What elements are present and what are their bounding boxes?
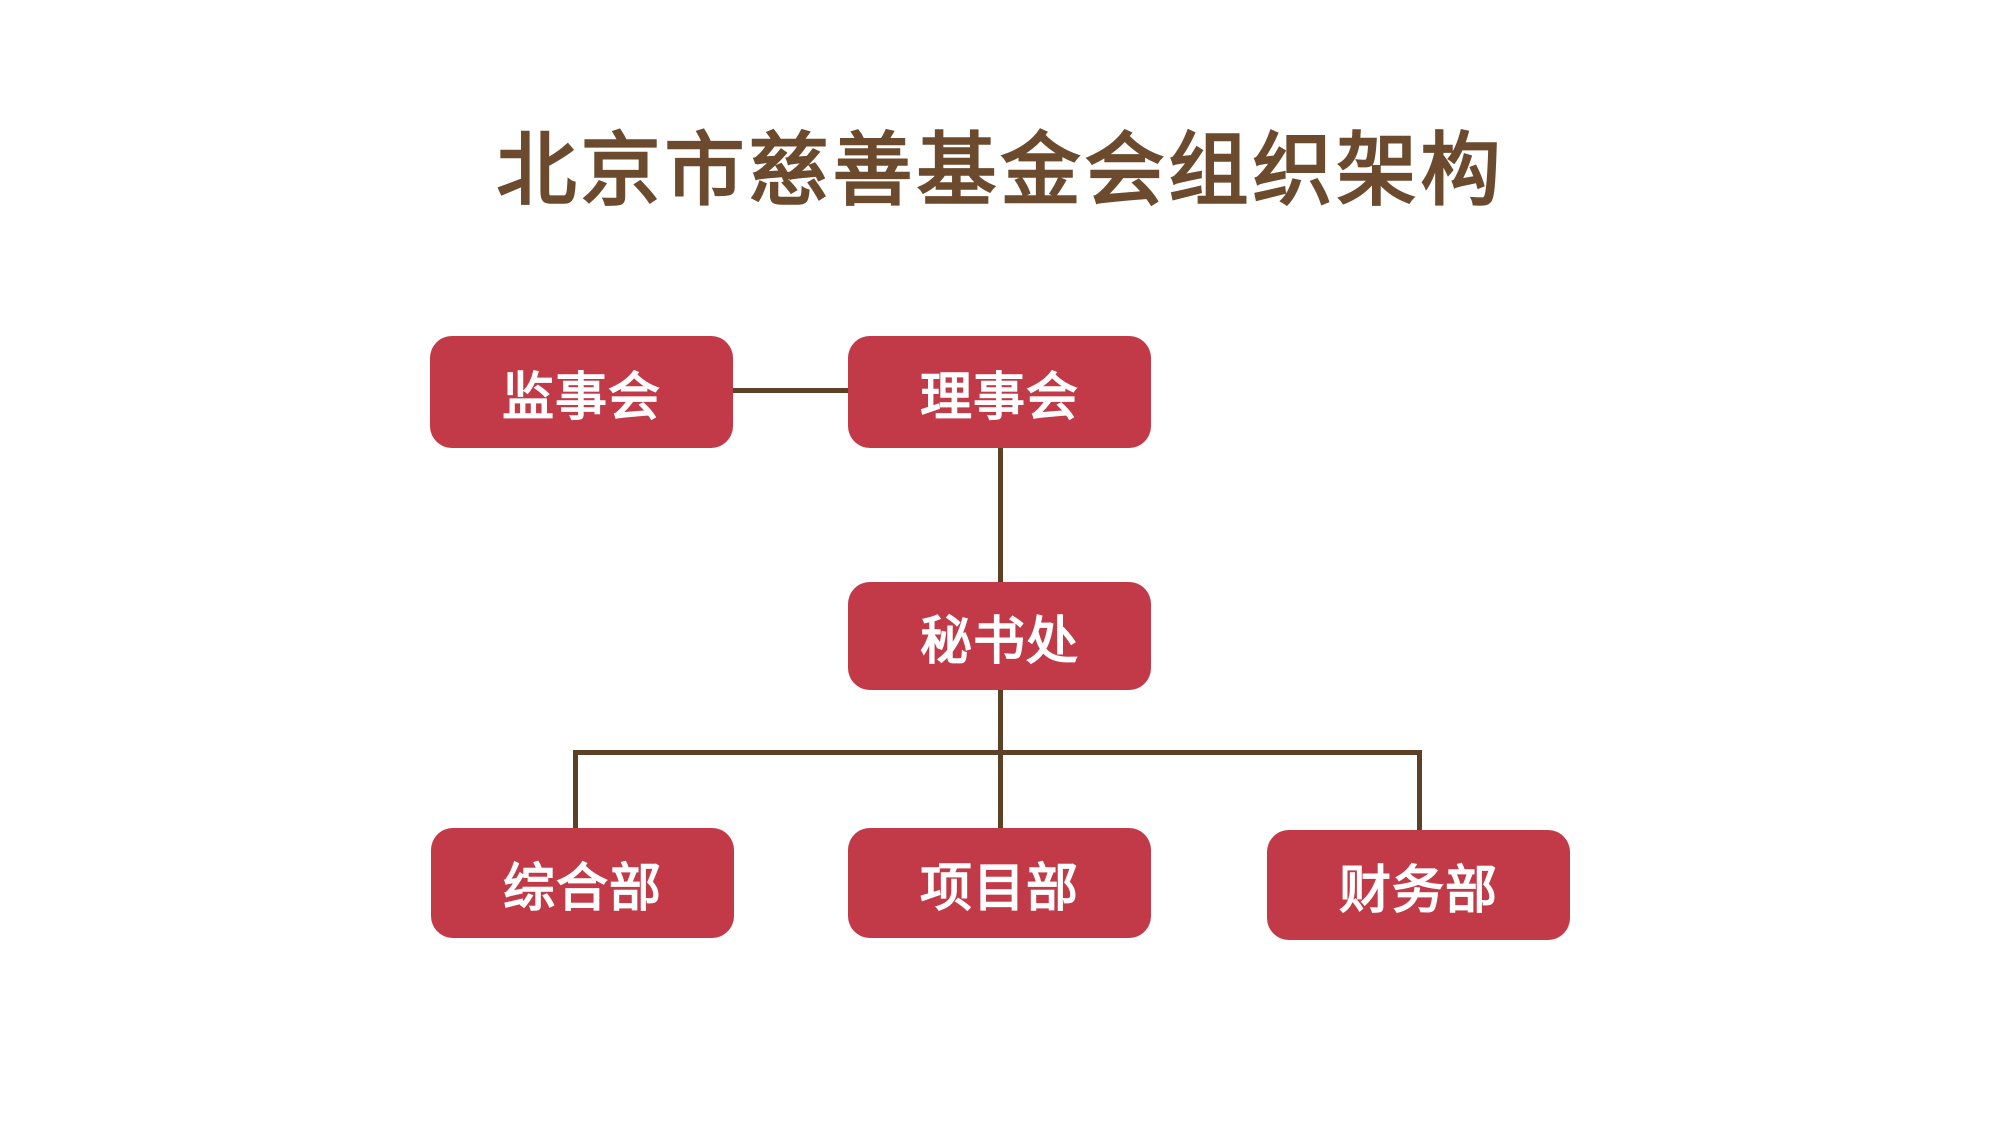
node-general-department: 综合部 <box>431 828 734 938</box>
node-supervisory-board: 监事会 <box>430 336 733 448</box>
diagram-title: 北京市慈善基金会组织架构 <box>496 128 1505 216</box>
node-secretariat: 秘书处 <box>848 582 1151 690</box>
connector-drop-to-project-department <box>998 750 1003 828</box>
connector-directors-to-secretariat <box>998 446 1003 582</box>
connector-branch-horizontal <box>573 750 1422 755</box>
connector-drop-to-finance-department <box>1417 750 1422 830</box>
connector-secretariat-to-branch <box>998 690 1003 752</box>
connector-drop-to-general-department <box>573 750 578 828</box>
node-project-department: 项目部 <box>848 828 1151 938</box>
node-board-of-directors: 理事会 <box>848 336 1151 448</box>
node-finance-department: 财务部 <box>1267 830 1570 940</box>
connector-supervisory-to-directors <box>733 388 848 393</box>
